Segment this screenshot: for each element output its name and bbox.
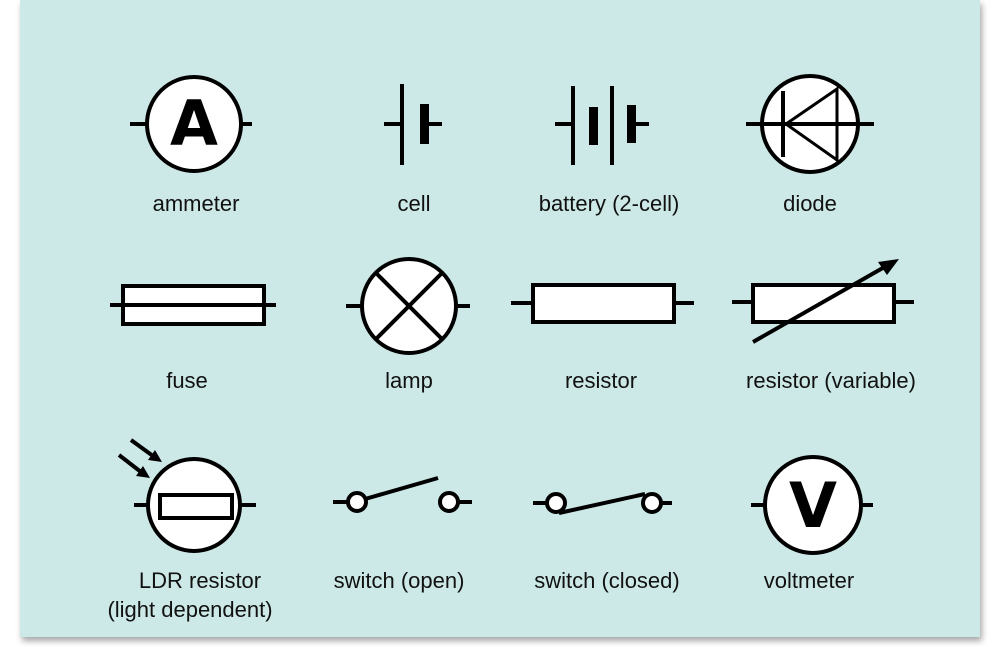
diode-symbol	[746, 74, 874, 174]
light-arrow-2-shaft	[117, 453, 143, 474]
ldr-resistor-body	[158, 493, 234, 520]
switch-open-lever	[364, 476, 439, 501]
switch-open-contact-right	[438, 491, 460, 513]
fuse-label: fuse	[166, 368, 208, 393]
switch-open-label: switch (open)	[334, 568, 465, 593]
fuse-symbol	[110, 284, 276, 326]
light-arrow-1-head	[148, 450, 162, 462]
variable-resistor-arrowhead	[878, 259, 899, 275]
ldr-label-line-1: LDR resistor	[139, 568, 261, 593]
variable-resistor-label: resistor (variable)	[746, 368, 916, 393]
switch-open-symbol	[333, 476, 472, 513]
battery-short-plate-1	[589, 107, 598, 145]
symbols-panel: A ammeter cell battery (2-cell) diode fu…	[20, 0, 980, 637]
ammeter-label: ammeter	[153, 191, 240, 216]
switch-closed-label: switch (closed)	[534, 568, 679, 593]
lamp-label: lamp	[385, 368, 433, 393]
voltmeter-label: voltmeter	[764, 568, 854, 593]
switch-closed-contact-right	[641, 492, 663, 514]
voltmeter-symbol: V	[751, 455, 873, 555]
resistor-body	[531, 283, 676, 324]
cell-short-plate	[420, 104, 429, 144]
switch-closed-contact-left	[545, 492, 567, 514]
ldr-symbol	[117, 438, 256, 553]
light-arrow-1-shaft	[129, 438, 155, 458]
cell-label: cell	[397, 191, 430, 216]
diode-triangle	[783, 86, 839, 163]
ammeter-letter: A	[170, 87, 218, 160]
ammeter-circle	[145, 75, 243, 173]
diode-label: diode	[783, 191, 837, 216]
variable-resistor-arrow-shaft	[752, 263, 889, 344]
voltmeter-circle	[763, 455, 863, 555]
resistor-label: resistor	[565, 368, 637, 393]
voltmeter-letter: V	[789, 469, 837, 542]
ldr-label-line-2: (light dependent)	[107, 597, 272, 622]
battery-label: battery (2-cell)	[539, 191, 680, 216]
switch-closed-lever	[558, 492, 646, 515]
battery-symbol	[555, 86, 649, 165]
lamp-cross-2	[373, 270, 445, 342]
switch-closed-symbol	[533, 492, 672, 515]
variable-resistor-symbol	[732, 259, 914, 344]
light-arrow-2-head	[136, 466, 150, 478]
circuit-symbols-diagram: A ammeter cell battery (2-cell) diode fu…	[20, 0, 980, 637]
ammeter-symbol: A	[130, 75, 252, 173]
lamp-symbol	[346, 257, 470, 355]
cell-symbol	[384, 84, 442, 165]
battery-short-plate-2	[627, 105, 636, 143]
resistor-symbol	[511, 283, 694, 324]
switch-open-contact-left	[346, 491, 368, 513]
